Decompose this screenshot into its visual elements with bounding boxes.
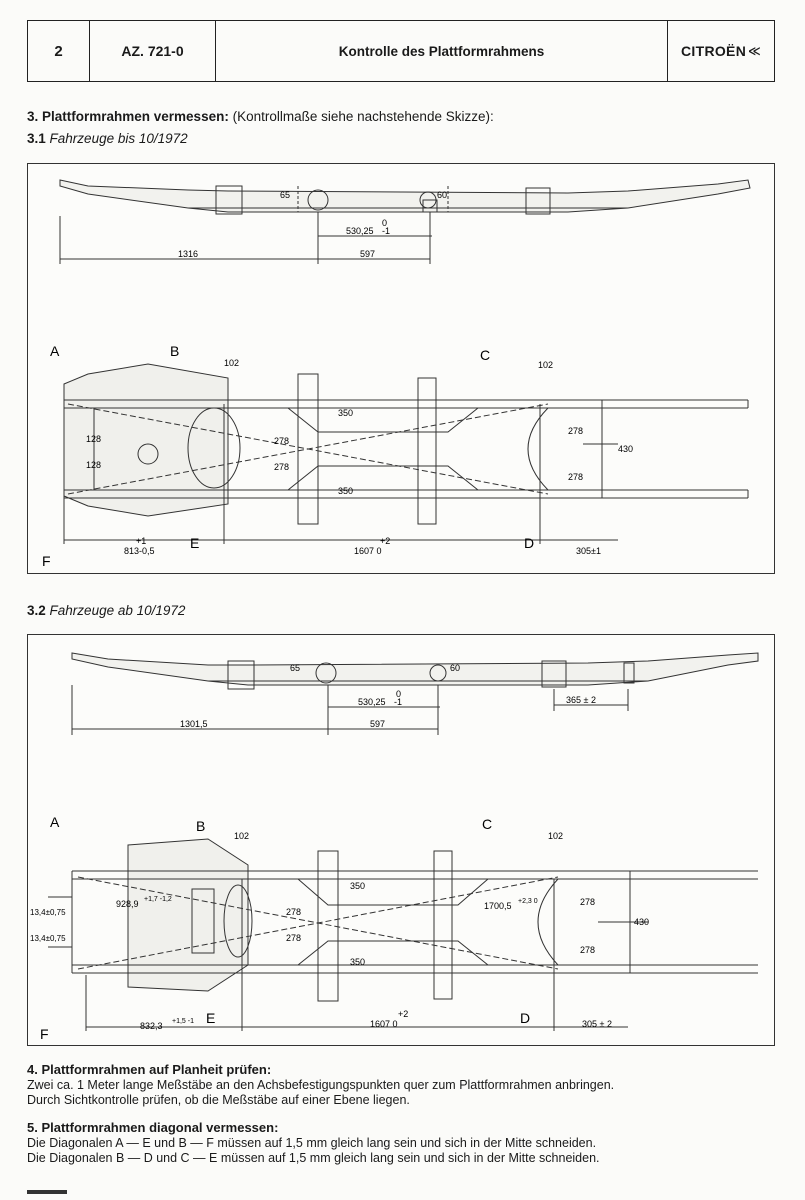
frame-drawing-2: 65 60 0 530,25 -1 1301,5 597 365 ± 2 A B… — [30, 652, 759, 1042]
dim-530-upper: 0 — [396, 689, 401, 699]
dim-278-upper-right: 278 — [568, 426, 583, 436]
dim-928-9-tol: +1,7 -1,2 — [144, 896, 172, 903]
page-header: 2 AZ. 721-0 Kontrolle des Plattformrahme… — [27, 20, 775, 82]
subsection-3-2-number: 3.2 — [27, 603, 46, 618]
dim-65: 65 — [290, 663, 300, 673]
frame-drawing-1: 65 60 0 530,25 -1 1316 597 A B C D E F 1… — [42, 179, 751, 569]
dim-278-upper-left: 278 — [274, 436, 289, 446]
dim-102-left: 102 — [224, 358, 239, 368]
section-4-line-1: Zwei ca. 1 Meter lange Meßstäbe an den A… — [27, 1077, 615, 1092]
section-5-line-1: Die Diagonalen A — E und B — F müssen au… — [27, 1135, 597, 1150]
dim-1607-upper: +2 — [380, 536, 390, 546]
dim-350-upper: 350 — [350, 881, 365, 891]
point-label-e: E — [206, 1010, 215, 1026]
dim-597: 597 — [360, 249, 375, 259]
section-3-title: 3. Plattformrahmen vermessen: — [27, 109, 229, 124]
section-5-line-2: Die Diagonalen B — D und C — E müssen au… — [27, 1151, 600, 1165]
dim-102-right: 102 — [538, 360, 553, 370]
dim-128-upper: 128 — [86, 434, 101, 444]
point-label-f: F — [40, 1026, 49, 1042]
subsection-3-1-text: Fahrzeuge bis 10/1972 — [49, 131, 188, 146]
dim-1301: 1301,5 — [180, 719, 208, 729]
dim-1700-5: 1700,5 — [484, 901, 512, 911]
dim-928-9: 928,9 — [116, 899, 139, 909]
dim-530-tol: -1 — [382, 226, 390, 236]
dim-1607: 1607 0 — [370, 1019, 398, 1029]
point-label-a: A — [50, 343, 60, 359]
point-label-e: E — [190, 535, 199, 551]
brand-logo: CITROËN≪ — [668, 21, 774, 81]
dim-832-3: 832,3 — [140, 1021, 163, 1031]
dim-430: 430 — [618, 444, 633, 454]
point-label-d: D — [524, 535, 534, 551]
dim-278-lower-left: 278 — [286, 933, 301, 943]
dim-13-4-lower: 13,4±0,75 — [30, 934, 66, 943]
dim-60: 60 — [437, 190, 447, 200]
dim-813-upper: +1 — [136, 536, 146, 546]
dim-350-upper: 350 — [338, 408, 353, 418]
page-number: 2 — [28, 21, 90, 81]
point-label-a: A — [50, 814, 60, 830]
dim-530-tol: -1 — [394, 697, 402, 707]
point-label-c: C — [480, 347, 490, 363]
dim-13-4-upper: 13,4±0,75 — [30, 908, 66, 917]
dim-1316: 1316 — [178, 249, 198, 259]
section-5: 5. Plattformrahmen diagonal vermessen: D… — [27, 1120, 787, 1167]
dim-278-lower-right: 278 — [580, 945, 595, 955]
dim-350-lower: 350 — [350, 957, 365, 967]
subsection-3-2-heading: 3.2 Fahrzeuge ab 10/1972 — [27, 602, 185, 619]
dim-1607-upper: +2 — [398, 1009, 408, 1019]
dim-128-lower: 128 — [86, 460, 101, 470]
figure-frame-1: 65 60 0 530,25 -1 1316 597 A B C D E F 1… — [27, 163, 775, 574]
chevron-logo-icon: ≪ — [748, 44, 761, 58]
dim-430: 430 — [634, 917, 649, 927]
point-label-b: B — [170, 343, 179, 359]
dim-365: 365 ± 2 — [566, 695, 596, 705]
dim-1700-5-tol: +2,3 0 — [518, 898, 538, 905]
figure-frame-2: 65 60 0 530,25 -1 1301,5 597 365 ± 2 A B… — [27, 634, 775, 1046]
section-4: 4. Plattformrahmen auf Planheit prüfen: … — [27, 1062, 787, 1109]
point-label-b: B — [196, 818, 205, 834]
brand-name: CITROËN — [681, 43, 747, 59]
dim-530-upper: 0 — [382, 218, 387, 228]
dim-65: 65 — [280, 190, 290, 200]
dim-1607: 1607 0 — [354, 546, 382, 556]
section-3-subtitle: (Kontrollmaße siehe nachstehende Skizze)… — [228, 109, 494, 124]
subsection-3-2-text: Fahrzeuge ab 10/1972 — [49, 603, 186, 618]
dim-102-left: 102 — [234, 831, 249, 841]
dim-278-lower-left: 278 — [274, 462, 289, 472]
footer-rule — [27, 1190, 67, 1194]
dim-530: 530,25 — [346, 226, 374, 236]
point-label-d: D — [520, 1010, 530, 1026]
section-4-line-2: Durch Sichtkontrolle prüfen, ob die Meßs… — [27, 1093, 410, 1107]
dim-278-upper-right: 278 — [580, 897, 595, 907]
document-code: AZ. 721-0 — [90, 21, 216, 81]
page-title: Kontrolle des Plattformrahmens — [216, 21, 668, 81]
dim-60: 60 — [450, 663, 460, 673]
dim-278-lower-right: 278 — [568, 472, 583, 482]
section-4-heading: 4. Plattformrahmen auf Planheit prüfen: — [27, 1062, 272, 1077]
dim-305: 305 ± 2 — [582, 1019, 612, 1029]
point-label-f: F — [42, 553, 51, 569]
subsection-3-1-number: 3.1 — [27, 131, 46, 146]
section-3-heading: 3. Plattformrahmen vermessen: (Kontrollm… — [27, 108, 494, 125]
point-label-c: C — [482, 816, 492, 832]
dim-813: 813-0,5 — [124, 546, 155, 556]
dim-597: 597 — [370, 719, 385, 729]
dim-350-lower: 350 — [338, 486, 353, 496]
subsection-3-1-heading: 3.1 Fahrzeuge bis 10/1972 — [27, 130, 188, 147]
dim-305: 305±1 — [576, 546, 601, 556]
dim-832-3-tol: +1,5 -1 — [172, 1018, 194, 1025]
dim-278-upper-left: 278 — [286, 907, 301, 917]
section-5-heading: 5. Plattformrahmen diagonal vermessen: — [27, 1120, 279, 1135]
dim-102-right: 102 — [548, 831, 563, 841]
dim-530: 530,25 — [358, 697, 386, 707]
